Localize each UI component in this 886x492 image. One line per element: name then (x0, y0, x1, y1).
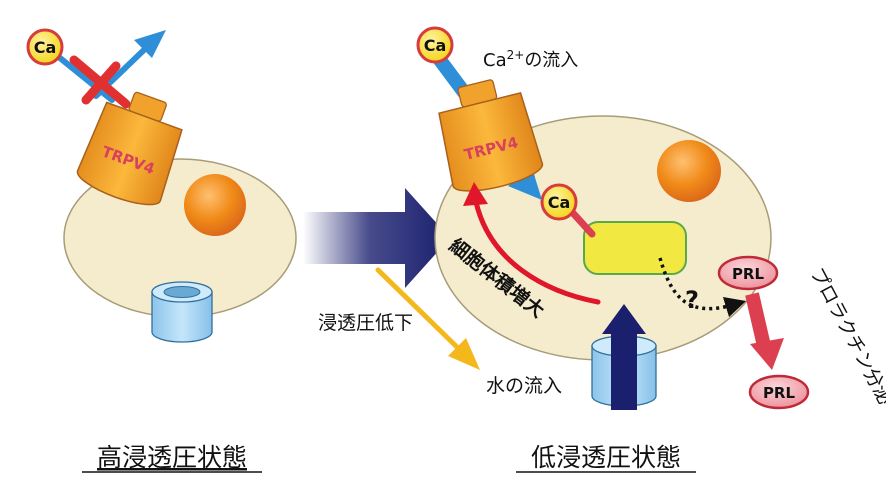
right-nucleus (657, 140, 721, 202)
inner-ca-ion: Ca (540, 183, 578, 221)
right-state-caption: 低浸透圧状態 (531, 443, 681, 472)
unknown-pathway-arrow (658, 257, 747, 318)
unknown-pathway-label: ? (685, 286, 699, 314)
blocked-x-icon (69, 55, 131, 109)
left-state-caption: 高浸透圧状態 (97, 443, 247, 472)
left-ca-label: Ca (34, 38, 57, 57)
ca-to-organelle-link (568, 208, 596, 238)
prolactin-secretion-label: プロラクチン分泌 (806, 264, 886, 409)
outer-ca-label: Ca (424, 36, 447, 55)
prl-inside-label: PRL (732, 265, 765, 283)
water-influx-arrow (602, 304, 646, 410)
left-trpv4-channel: TRPV4 (76, 91, 183, 206)
transition-arrow (303, 188, 450, 288)
cell-volume-feedback-arrow (463, 182, 601, 305)
prl-secreted: PRL (748, 374, 810, 410)
left-water-channel (151, 281, 213, 343)
prl-secretion-arrow (745, 292, 784, 370)
left-nucleus (184, 174, 246, 236)
prl-inside: PRL (717, 255, 779, 291)
osmotic-drop-arrow (375, 267, 480, 370)
prl-secreted-label: PRL (763, 384, 796, 402)
ca-influx-label: Ca2+の流入 (483, 48, 578, 71)
osmotic-drop-label: 浸透圧低下 (318, 312, 413, 334)
left-cell-group: TRPV4 Ca 高浸透圧状態 (26, 28, 297, 473)
outer-ca-ion: Ca (416, 26, 454, 64)
water-influx-label: 水の流入 (486, 375, 562, 397)
right-trpv4-channel: TRPV4 (438, 79, 544, 192)
secretory-organelle (583, 221, 687, 275)
left-ca-ion: Ca (26, 28, 64, 66)
right-cell-group: Ca TRPV4 Ca Ca2+の流入 細胞体積増大 (416, 26, 886, 473)
left-ca-link (57, 55, 115, 103)
inner-ca-label: Ca (548, 193, 571, 212)
